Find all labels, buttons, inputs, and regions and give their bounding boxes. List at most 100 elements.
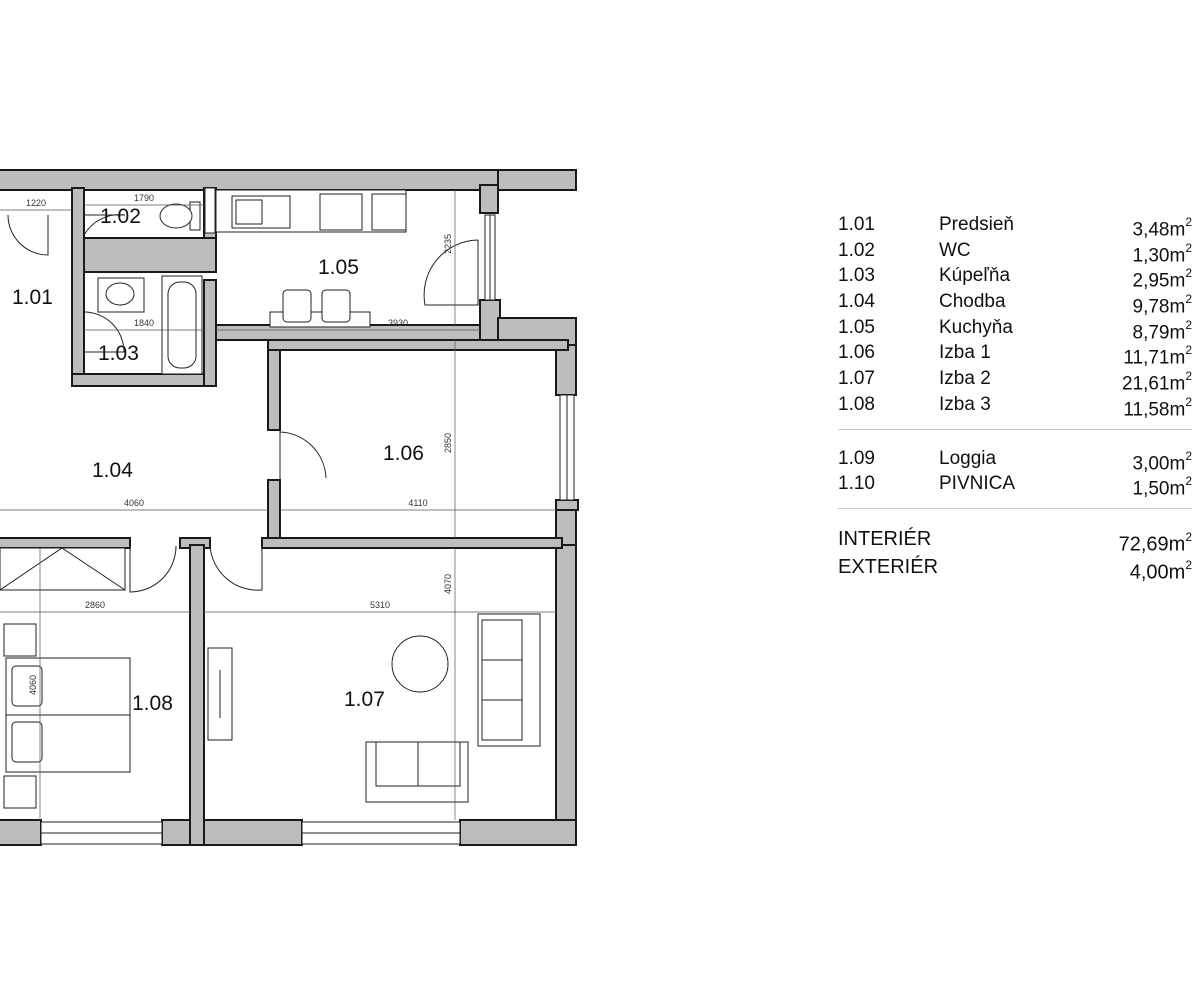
room-code: 1.04 [838, 291, 875, 313]
room-labels: 1.01 1.02 1.03 1.04 1.05 1.06 1.07 1.08 [12, 205, 424, 715]
legend-divider [838, 507, 1192, 509]
room-label-1.06: 1.06 [383, 442, 424, 465]
area-value: 4,00m [1129, 561, 1186, 584]
area-value: 3,48m [1132, 219, 1186, 241]
area-exponent: 2 [1185, 394, 1192, 409]
room-name: Kúpeľňa [939, 265, 1011, 287]
room-label-1.02: 1.02 [100, 205, 141, 228]
area-exponent: 2 [1185, 343, 1192, 358]
legend-row: 1.06 Izba 1 11,71m2 [838, 340, 1192, 368]
room-name: Kuchyňa [939, 316, 1013, 338]
room-area: 1,30m2 [1133, 238, 1193, 268]
legend-row: 1.04 Chodba 9,78m2 [838, 289, 1192, 317]
dim-label: 1840 [134, 318, 154, 328]
area-value: 3,00m [1132, 452, 1186, 474]
room-area: 4,00m2 [1130, 553, 1192, 587]
room-area: 2,95m2 [1133, 263, 1193, 293]
area-exponent: 2 [1185, 557, 1192, 572]
dim-label: 4110 [408, 498, 427, 508]
area-value: 1,30m [1132, 245, 1186, 267]
dim-label: 5310 [370, 600, 390, 610]
room-code: 1.03 [838, 265, 875, 287]
total-row: EXTERIÉR 4,00m2 [838, 553, 1192, 584]
dim-label: 2860 [85, 600, 105, 610]
area-exponent: 2 [1185, 474, 1192, 489]
legend-row: 1.08 Izba 3 11,58m2 [838, 392, 1192, 420]
dim-label: 4060 [28, 675, 38, 695]
area-value: 11,71m [1123, 347, 1186, 369]
area-exponent: 2 [1185, 292, 1192, 307]
room-name: WC [939, 239, 971, 261]
room-label-1.05: 1.05 [318, 256, 359, 279]
dimension-lines [0, 190, 556, 820]
room-name: Predsieň [939, 214, 1014, 235]
area-exponent: 2 [1185, 240, 1192, 255]
dim-label: 4070 [443, 574, 453, 594]
room-code: 1.08 [838, 393, 875, 415]
room-code: 1.09 [838, 447, 875, 469]
room-area: 1,50m2 [1133, 471, 1193, 501]
room-name: Loggia [939, 447, 997, 469]
area-exponent: 2 [1185, 448, 1192, 463]
dim-label: 3930 [388, 318, 408, 328]
room-area: 11,58m2 [1123, 392, 1192, 422]
total-label: EXTERIÉR [838, 555, 939, 578]
area-exponent: 2 [1185, 317, 1192, 332]
room-label-1.08: 1.08 [132, 692, 173, 715]
dim-label: 2235 [443, 234, 453, 254]
total-label: INTERIÉR [838, 527, 932, 550]
room-label-1.03: 1.03 [98, 342, 139, 365]
total-row: INTERIÉR 72,69m2 [838, 525, 1192, 556]
room-code: 1.07 [838, 368, 875, 390]
area-value: 21,61m [1121, 373, 1186, 395]
dimension-labels: 1220 1790 1840 3930 2235 2850 4060 4110 … [26, 193, 453, 695]
windows [40, 187, 575, 845]
dim-label: 1790 [134, 193, 154, 203]
fixtures [0, 189, 541, 809]
room-label-1.07: 1.07 [344, 688, 385, 711]
room-area: 11,71m2 [1123, 340, 1192, 370]
room-area: 3,48m2 [1133, 212, 1193, 242]
room-name: Izba 3 [939, 393, 991, 415]
floor-plan: 1220 1790 1840 3930 2235 2850 4060 4110 … [0, 169, 579, 846]
dim-label: 2850 [443, 433, 453, 453]
legend-divider [838, 428, 1192, 430]
legend-row: 1.05 Kuchyňa 8,79m2 [838, 315, 1192, 343]
room-name: PIVNICA [939, 473, 1016, 495]
room-code: 1.05 [838, 316, 875, 338]
room-label-1.01: 1.01 [12, 286, 53, 309]
room-label-1.04: 1.04 [92, 459, 133, 482]
area-exponent: 2 [1185, 266, 1192, 281]
room-name: Chodba [939, 291, 1006, 313]
area-value: 1,50m [1132, 478, 1186, 500]
area-value: 11,58m [1123, 399, 1186, 421]
legend-row: 1.10 PIVNICA 1,50m2 [838, 471, 1192, 499]
legend-row: 1.03 Kúpeľňa 2,95m2 [838, 263, 1192, 291]
area-exponent: 2 [1185, 529, 1192, 544]
area-value: 9,78m [1132, 296, 1186, 318]
dim-label: 4060 [124, 498, 144, 508]
area-value: 2,95m [1132, 270, 1186, 292]
room-area: 3,00m2 [1133, 446, 1193, 476]
room-name: Izba 1 [939, 342, 991, 364]
legend-row: 1.07 Izba 2 21,61m2 [838, 366, 1192, 394]
area-exponent: 2 [1185, 215, 1192, 229]
dim-label: 1220 [26, 198, 46, 208]
room-area: 21,61m2 [1122, 366, 1192, 396]
room-code: 1.01 [838, 214, 875, 235]
room-code: 1.10 [838, 473, 875, 495]
room-area: 9,78m2 [1133, 289, 1193, 319]
room-name: Izba 2 [939, 368, 991, 390]
room-code: 1.02 [838, 239, 875, 261]
walls [0, 169, 579, 846]
room-area: 8,79m2 [1133, 315, 1193, 345]
area-value: 8,79m [1132, 322, 1186, 344]
doors [7, 214, 479, 593]
room-code: 1.06 [838, 342, 875, 364]
area-value: 72,69m [1118, 533, 1186, 556]
legend-row: 1.09 Loggia 3,00m2 [838, 446, 1192, 474]
legend-row: 1.01 Predsieň 3,48m2 [838, 212, 1192, 240]
